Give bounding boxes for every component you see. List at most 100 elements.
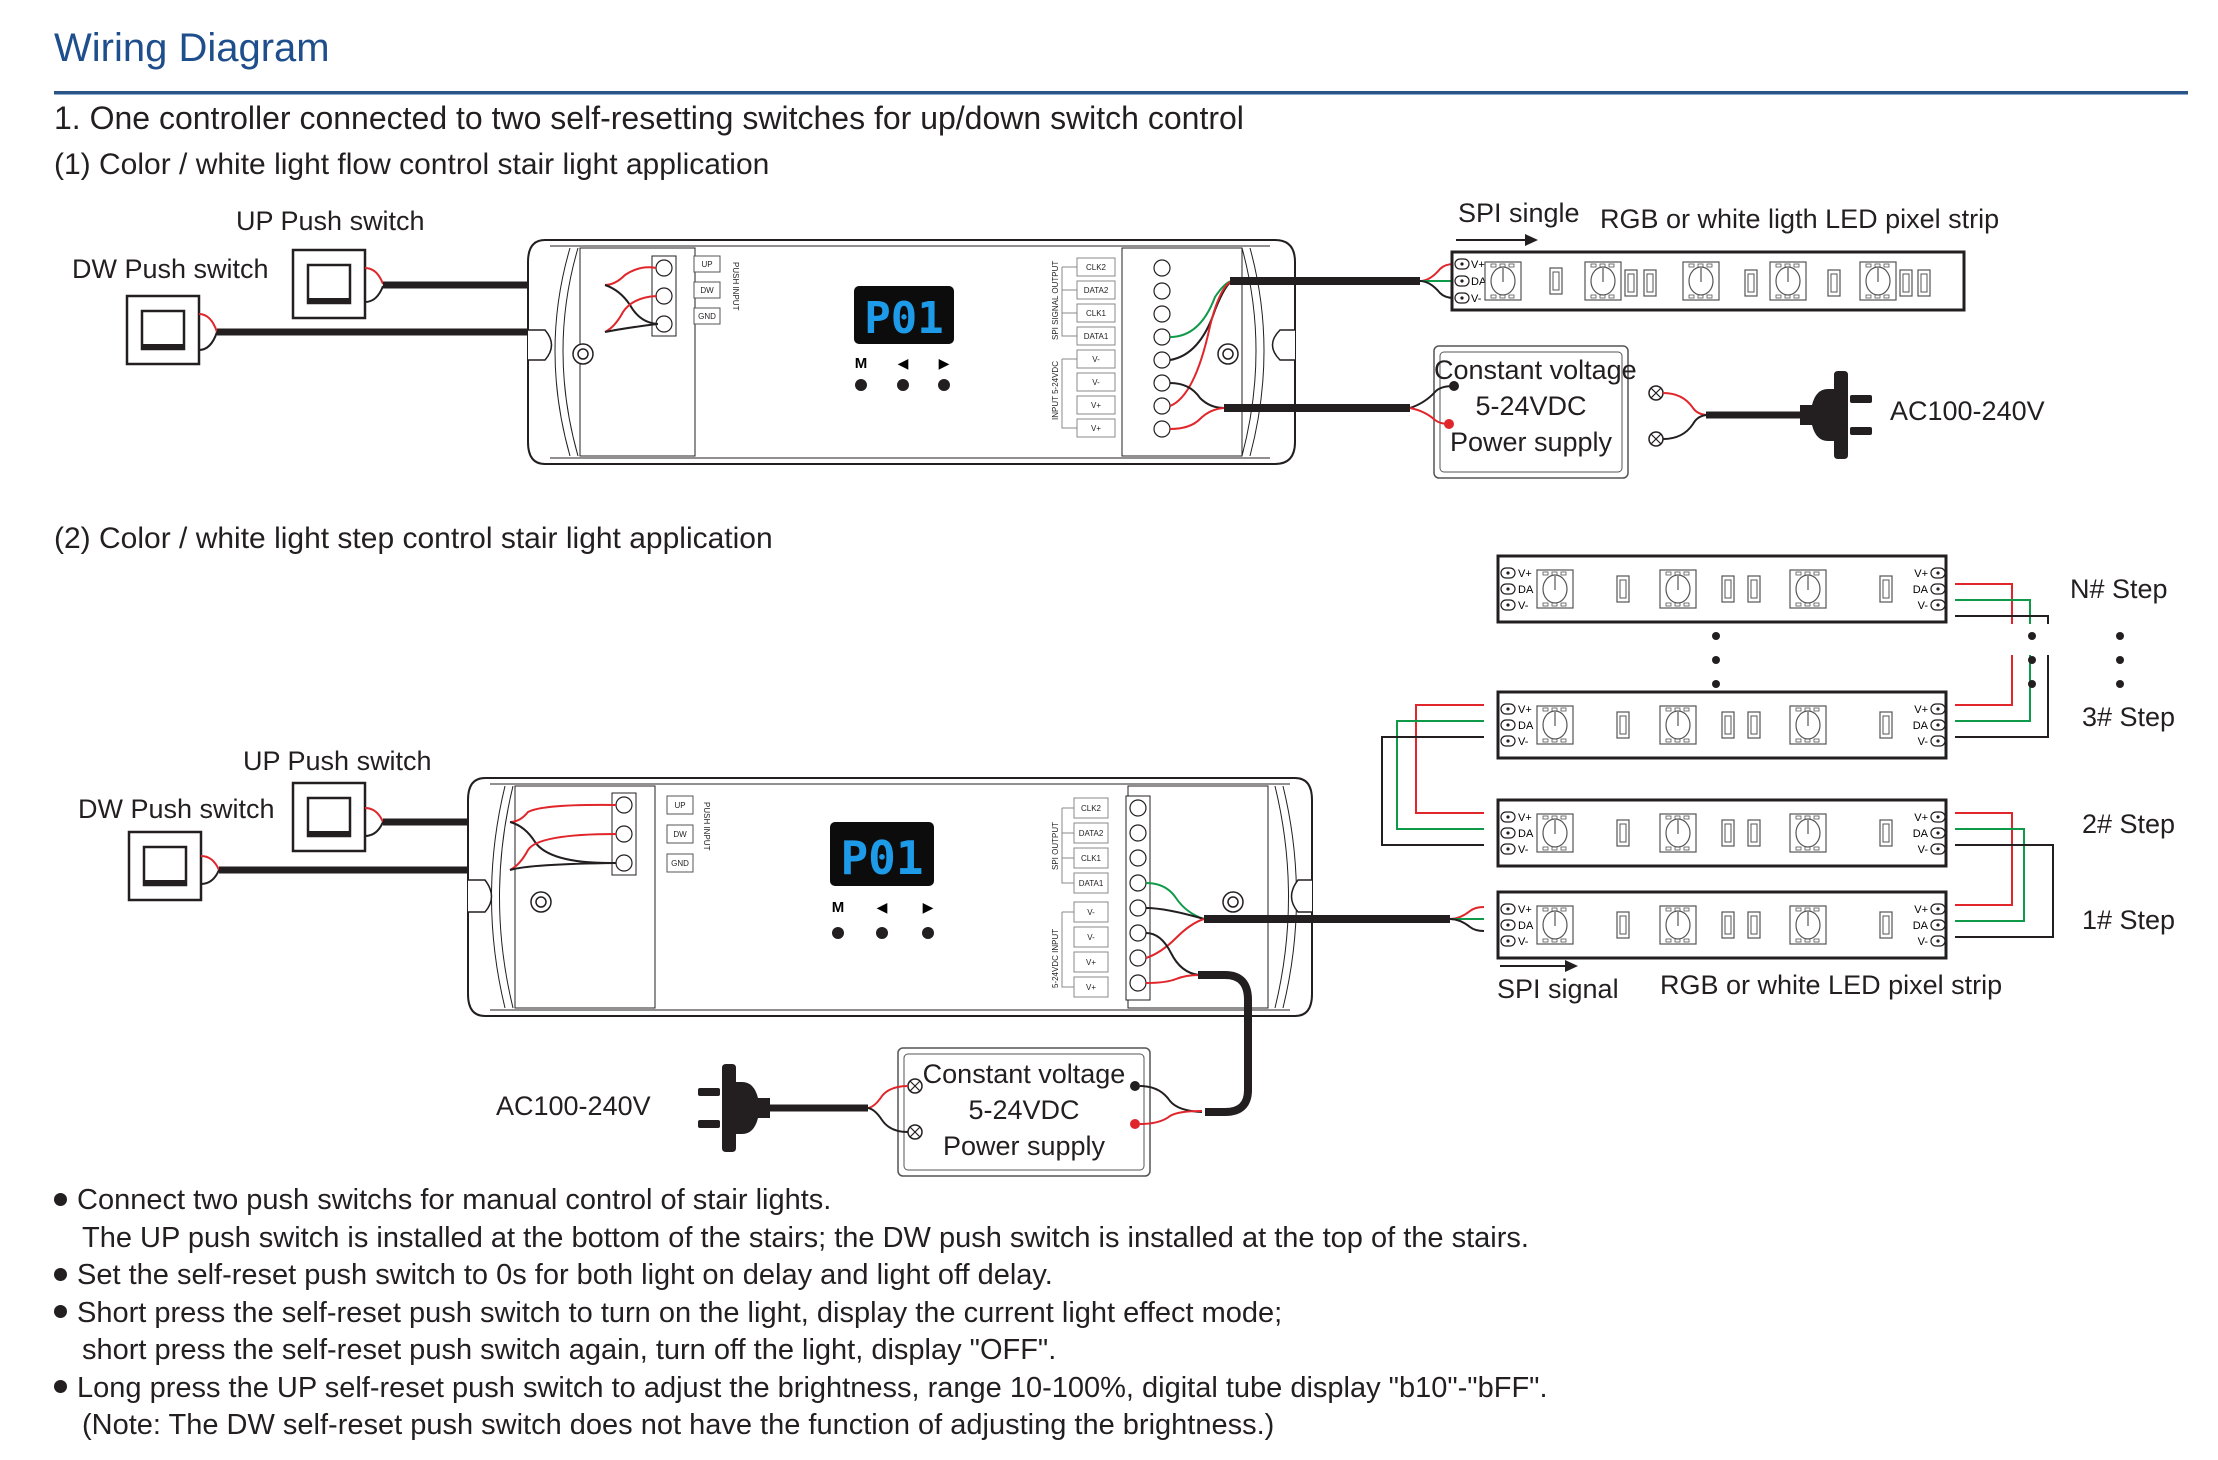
page-title: Wiring Diagram — [54, 26, 330, 70]
mode-button[interactable] — [832, 927, 844, 939]
note-line: Connect two push switchs for manual cont… — [54, 1182, 1548, 1220]
note-text: Set the self-reset push switch to 0s for… — [77, 1259, 1053, 1291]
note-line: The UP push switch is installed at the b… — [54, 1220, 1548, 1258]
step-wiring — [1381, 583, 2124, 938]
pin-label: V+ — [1914, 812, 1928, 824]
left-button[interactable] — [897, 379, 909, 391]
pin-label: V+ — [1471, 259, 1485, 271]
output-terminal-block — [1153, 259, 1171, 438]
terminal-label: CLK2 — [1086, 263, 1107, 272]
pin-label: DA — [1471, 276, 1487, 288]
display-value: P01 — [864, 293, 943, 344]
ac-voltage-label: AC100-240V — [496, 1091, 651, 1121]
right-button[interactable] — [938, 379, 950, 391]
ac-plug-icon — [1800, 371, 1872, 459]
output-terminal-block — [1129, 799, 1147, 992]
spi-direction-label: SPI single — [1458, 198, 1580, 228]
terminal-label: V+ — [1086, 958, 1096, 967]
pin-label: V- — [1918, 736, 1929, 748]
pin-label: DA — [1913, 828, 1929, 840]
button-label-right: ▶ — [923, 899, 934, 915]
power-supply-label: Constant voltage 5-24VDC Power supply — [1434, 352, 1637, 460]
push-input-label: PUSH INPUT — [702, 802, 711, 851]
push-input-labels: UP DW GND PUSH INPUT — [666, 795, 711, 873]
strip-label: RGB or white LED pixel strip — [1660, 970, 2003, 1000]
mode-button[interactable] — [855, 379, 867, 391]
power-supply — [1433, 345, 1629, 479]
button-label-left: ◀ — [877, 899, 888, 915]
terminal-label: DW — [673, 830, 687, 839]
terminal-label: UP — [701, 260, 712, 269]
note-text: Short press the self-reset push switch t… — [77, 1296, 1283, 1329]
pin-label: DA — [1518, 920, 1534, 932]
pin-label: DA — [1913, 920, 1929, 932]
terminal-label: V+ — [1086, 983, 1096, 992]
up-push-switch-icon — [291, 781, 367, 853]
up-switch-label: UP Push switch — [243, 746, 432, 776]
push-input-label: PUSH INPUT — [731, 262, 740, 311]
note-text: (Note: The DW self-reset push switch doe… — [82, 1409, 1275, 1441]
left-button[interactable] — [876, 927, 888, 939]
bullet-icon — [54, 1192, 67, 1206]
note-text: short press the self-reset push switch a… — [82, 1334, 1057, 1366]
pin-label: V+ — [1518, 568, 1532, 580]
pin-label: V- — [1918, 844, 1929, 856]
pin-label: V+ — [1518, 904, 1532, 916]
terminal-label: GND — [671, 859, 689, 868]
power-supply-line: 5-24VDC — [1475, 391, 1587, 421]
ac-voltage-label: AC100-240V — [1890, 396, 2045, 426]
pin-label: V- — [1518, 936, 1529, 948]
right-button[interactable] — [922, 927, 934, 939]
step-label-1: 1# Step — [2082, 905, 2176, 935]
terminal-label: CLK1 — [1081, 854, 1102, 863]
application-2-subtitle: (2) Color / white light step control sta… — [54, 522, 773, 555]
bullet-icon — [54, 1380, 67, 1394]
pin-label: V- — [1518, 600, 1529, 612]
terminal-label: V+ — [1091, 424, 1101, 433]
controller-1: UP DW GND PUSH INPUT P01 M ◀ ▶ — [527, 239, 1296, 465]
terminal-label: DATA1 — [1079, 879, 1104, 888]
dw-push-switch-icon — [127, 830, 203, 902]
terminal-label: V- — [1087, 933, 1095, 942]
spi-output-label: SPI OUTPUT — [1051, 822, 1060, 870]
button-label-m: M — [832, 899, 845, 916]
pin-label: V- — [1471, 293, 1482, 305]
bullet-icon — [54, 1267, 67, 1281]
pin-label: V+ — [1518, 812, 1532, 824]
power-supply-line: Constant voltage — [922, 1059, 1126, 1089]
note-line: Set the self-reset push switch to 0s for… — [54, 1257, 1548, 1295]
terminal-label: CLK2 — [1081, 804, 1102, 813]
pin-label: DA — [1518, 720, 1534, 732]
up-switch-label: UP Push switch — [236, 206, 425, 236]
note-text: The UP push switch is installed at the b… — [82, 1221, 1529, 1254]
up-push-switch-icon — [291, 248, 367, 320]
controller-2: UP DW GND PUSH INPUT P01 M ◀ ▶ CLK2 — [467, 777, 1313, 1017]
led-pixel-strip: V+ V+ DA DA V- V- — [1496, 890, 1948, 960]
power-supply-line: Constant voltage — [1434, 355, 1637, 385]
pin-label: V+ — [1914, 904, 1928, 916]
input-label: INPUT 5-24VDC — [1051, 361, 1060, 420]
dw-switch-label: DW Push switch — [78, 794, 275, 824]
push-input-labels: UP DW GND PUSH INPUT — [693, 255, 740, 325]
spi-output-label: SPI SIGNAL OUTPUT — [1051, 261, 1060, 340]
terminal-label: UP — [674, 801, 685, 810]
pin-label: V- — [1918, 936, 1929, 948]
terminal-label: V- — [1087, 908, 1095, 917]
pin-label: V+ — [1914, 568, 1928, 580]
terminal-label: V+ — [1091, 401, 1101, 410]
terminal-label: DATA2 — [1084, 286, 1109, 295]
pin-label: DA — [1518, 828, 1534, 840]
button-label-right: ▶ — [939, 355, 950, 371]
terminal-label: GND — [698, 312, 716, 321]
terminal-label: V- — [1092, 378, 1100, 387]
power-supply-line: Power supply — [1449, 427, 1613, 457]
application-2-diagram: UP DW GND PUSH INPUT P01 M ◀ ▶ CLK2 — [127, 554, 2124, 1177]
digital-display — [854, 286, 954, 344]
step-label-n: N# Step — [2070, 574, 2168, 604]
application-1-diagram: UP DW GND PUSH INPUT P01 M ◀ ▶ — [125, 234, 1966, 479]
ac-plug-icon — [698, 1064, 770, 1152]
display-value: P01 — [840, 831, 923, 885]
